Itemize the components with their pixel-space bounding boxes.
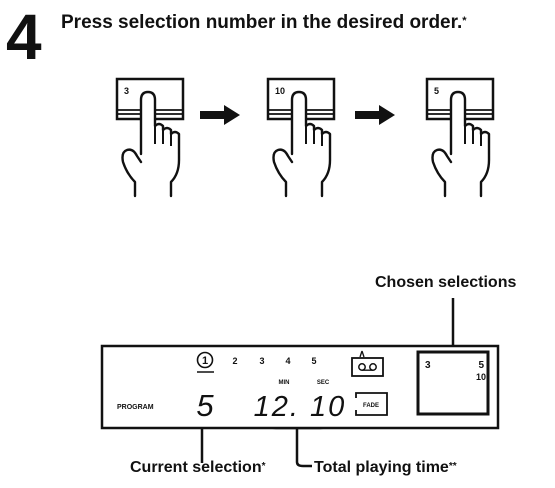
track-number: 4 [285, 356, 290, 366]
chosen-selection: 5 [478, 360, 484, 371]
instruction-text: Press selection number in the desired or… [61, 12, 463, 33]
total-playing-time-text: Total playing time [314, 459, 449, 476]
sec-label: SEC [317, 380, 330, 386]
current-selection-digit: 5 [196, 388, 214, 423]
program-label: PROGRAM [117, 404, 154, 411]
track-number: 5 [311, 356, 316, 366]
chosen-selections-callout: Chosen selections [375, 274, 517, 291]
chosen-selection: 3 [425, 360, 431, 371]
right-arrow-icon [355, 105, 395, 125]
tape-icon [351, 357, 384, 377]
total-playing-time-footnote-mark: ** [448, 461, 457, 472]
step-instruction: Press selection number in the desired or… [61, 11, 551, 35]
track-number: 2 [232, 356, 237, 366]
min-label: MIN [279, 380, 290, 386]
button-label: 10 [275, 86, 285, 96]
fade-label: FADE [363, 403, 379, 409]
button-label: 5 [434, 86, 439, 96]
playing-time: 12. 10 [254, 391, 347, 423]
right-arrow-icon [200, 105, 240, 125]
press-button-3-illustration: 3 [115, 77, 185, 198]
current-selection-footnote-mark: * [261, 461, 266, 472]
track-number: 1 [202, 355, 208, 367]
press-button-10-illustration: 10 [266, 77, 336, 198]
track-number: 3 [259, 356, 264, 366]
total-callout-line [295, 429, 312, 468]
button-label: 3 [124, 86, 129, 96]
active-track-circle [196, 351, 214, 369]
total-playing-time-callout: Total playing time** [314, 458, 457, 478]
step-number: 4 [6, 1, 42, 73]
current-selection-text: Current selection [130, 459, 262, 476]
instruction-footnote-mark: * [462, 15, 467, 27]
chosen-selections-box [416, 350, 490, 416]
press-button-5-illustration: 5 [425, 77, 495, 198]
current-selection-callout: Current selection* [130, 458, 266, 478]
chosen-selection: 10 [476, 372, 486, 382]
fade-indicator [355, 392, 388, 416]
